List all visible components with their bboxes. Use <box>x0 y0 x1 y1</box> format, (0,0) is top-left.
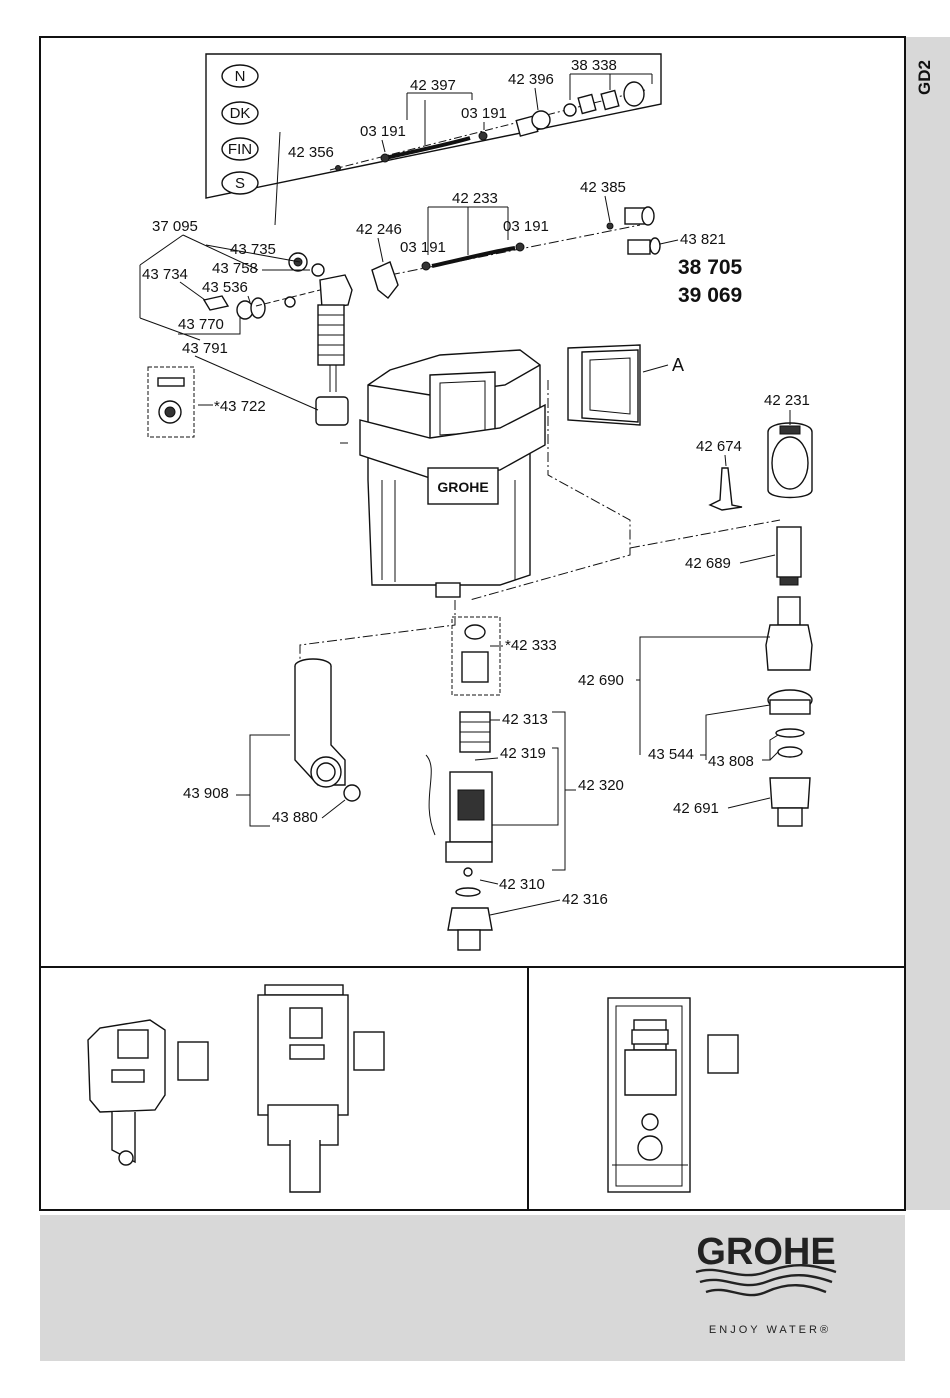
reference-marker-a: A <box>672 355 684 375</box>
brand-wave-2 <box>699 1274 833 1287</box>
drain-pipe-column <box>765 526 813 827</box>
label-42-691: 42 691 <box>673 800 719 817</box>
label-42-397: 42 397 <box>410 77 456 94</box>
install-view-with-frame <box>257 984 385 1193</box>
article-number-38-705: 38 705 <box>678 256 743 279</box>
label-43-821: 43 821 <box>680 231 726 248</box>
flush-plate-seal <box>767 422 813 499</box>
country-code-s: S <box>235 175 245 192</box>
right-side-tab <box>905 37 950 1210</box>
label-03-191-right-lower: 03 191 <box>503 218 549 235</box>
label-42-231: 42 231 <box>764 392 810 409</box>
label-42-674: 42 674 <box>696 438 742 455</box>
label-43-808: 43 808 <box>708 753 754 770</box>
install-view-wall-frame <box>607 997 739 1193</box>
label-37-095: 37 095 <box>152 218 198 235</box>
label-43-544: 43 544 <box>648 746 694 763</box>
label-42-246: 42 246 <box>356 221 402 238</box>
drain-elbow <box>294 658 361 802</box>
label-43-536: 43 536 <box>202 279 248 296</box>
label-42-333: *42 333 <box>505 637 557 654</box>
label-42-356: 42 356 <box>288 144 334 161</box>
label-42-310: 42 310 <box>499 876 545 893</box>
grohe-brand-block: GROHE ENJOY WATER® <box>695 1231 837 1336</box>
cistern-body: GROHE <box>359 349 546 598</box>
label-43-908: 43 908 <box>183 785 229 802</box>
supply-hose-upper <box>329 81 646 171</box>
label-42-313: 42 313 <box>502 711 548 728</box>
country-code-n: N <box>235 68 246 85</box>
side-tab-label: GD2 <box>915 60 934 95</box>
label-43-722: *43 722 <box>214 398 266 415</box>
flush-valve-assembly <box>425 616 501 951</box>
label-42-385: 42 385 <box>580 179 626 196</box>
label-03-191-right-upper: 03 191 <box>461 105 507 122</box>
label-43-758: 43 758 <box>212 260 258 277</box>
label-42-689: 42 689 <box>685 555 731 572</box>
brand-tagline: ENJOY WATER® <box>709 1324 831 1336</box>
cistern-logo: GROHE <box>437 479 488 495</box>
label-42-320: 42 320 <box>578 777 624 794</box>
label-42-316: 42 316 <box>562 891 608 908</box>
support-bracket <box>708 467 743 511</box>
label-43-791: 43 791 <box>182 340 228 357</box>
label-43-880: 43 880 <box>272 809 318 826</box>
country-variant-box <box>205 53 662 199</box>
country-code-dk: DK <box>230 105 251 122</box>
label-42-233: 42 233 <box>452 190 498 207</box>
supply-hose-lower <box>371 206 661 299</box>
brand-wave-3 <box>705 1284 827 1297</box>
brand-wave-1 <box>695 1264 837 1277</box>
label-38-338: 38 338 <box>571 57 617 74</box>
label-42-396: 42 396 <box>508 71 554 88</box>
label-43-770: 43 770 <box>178 316 224 333</box>
country-code-fin: FIN <box>228 141 252 158</box>
footer-band <box>40 1215 905 1361</box>
install-view-cistern-only <box>87 1019 209 1166</box>
inspection-cover-frame <box>567 344 641 426</box>
country-code-list: N DK FIN S <box>221 64 259 195</box>
article-number-39-069: 39 069 <box>678 284 742 307</box>
label-03-191-left-upper: 03 191 <box>360 123 406 140</box>
label-42-690: 42 690 <box>578 672 624 689</box>
main-frame <box>39 36 906 1211</box>
label-03-191-left-lower: 03 191 <box>400 239 446 256</box>
label-43-735: 43 735 <box>230 241 276 258</box>
spare-parts-bag <box>147 366 195 438</box>
label-42-319: 42 319 <box>500 745 546 762</box>
label-43-734: 43 734 <box>142 266 188 283</box>
